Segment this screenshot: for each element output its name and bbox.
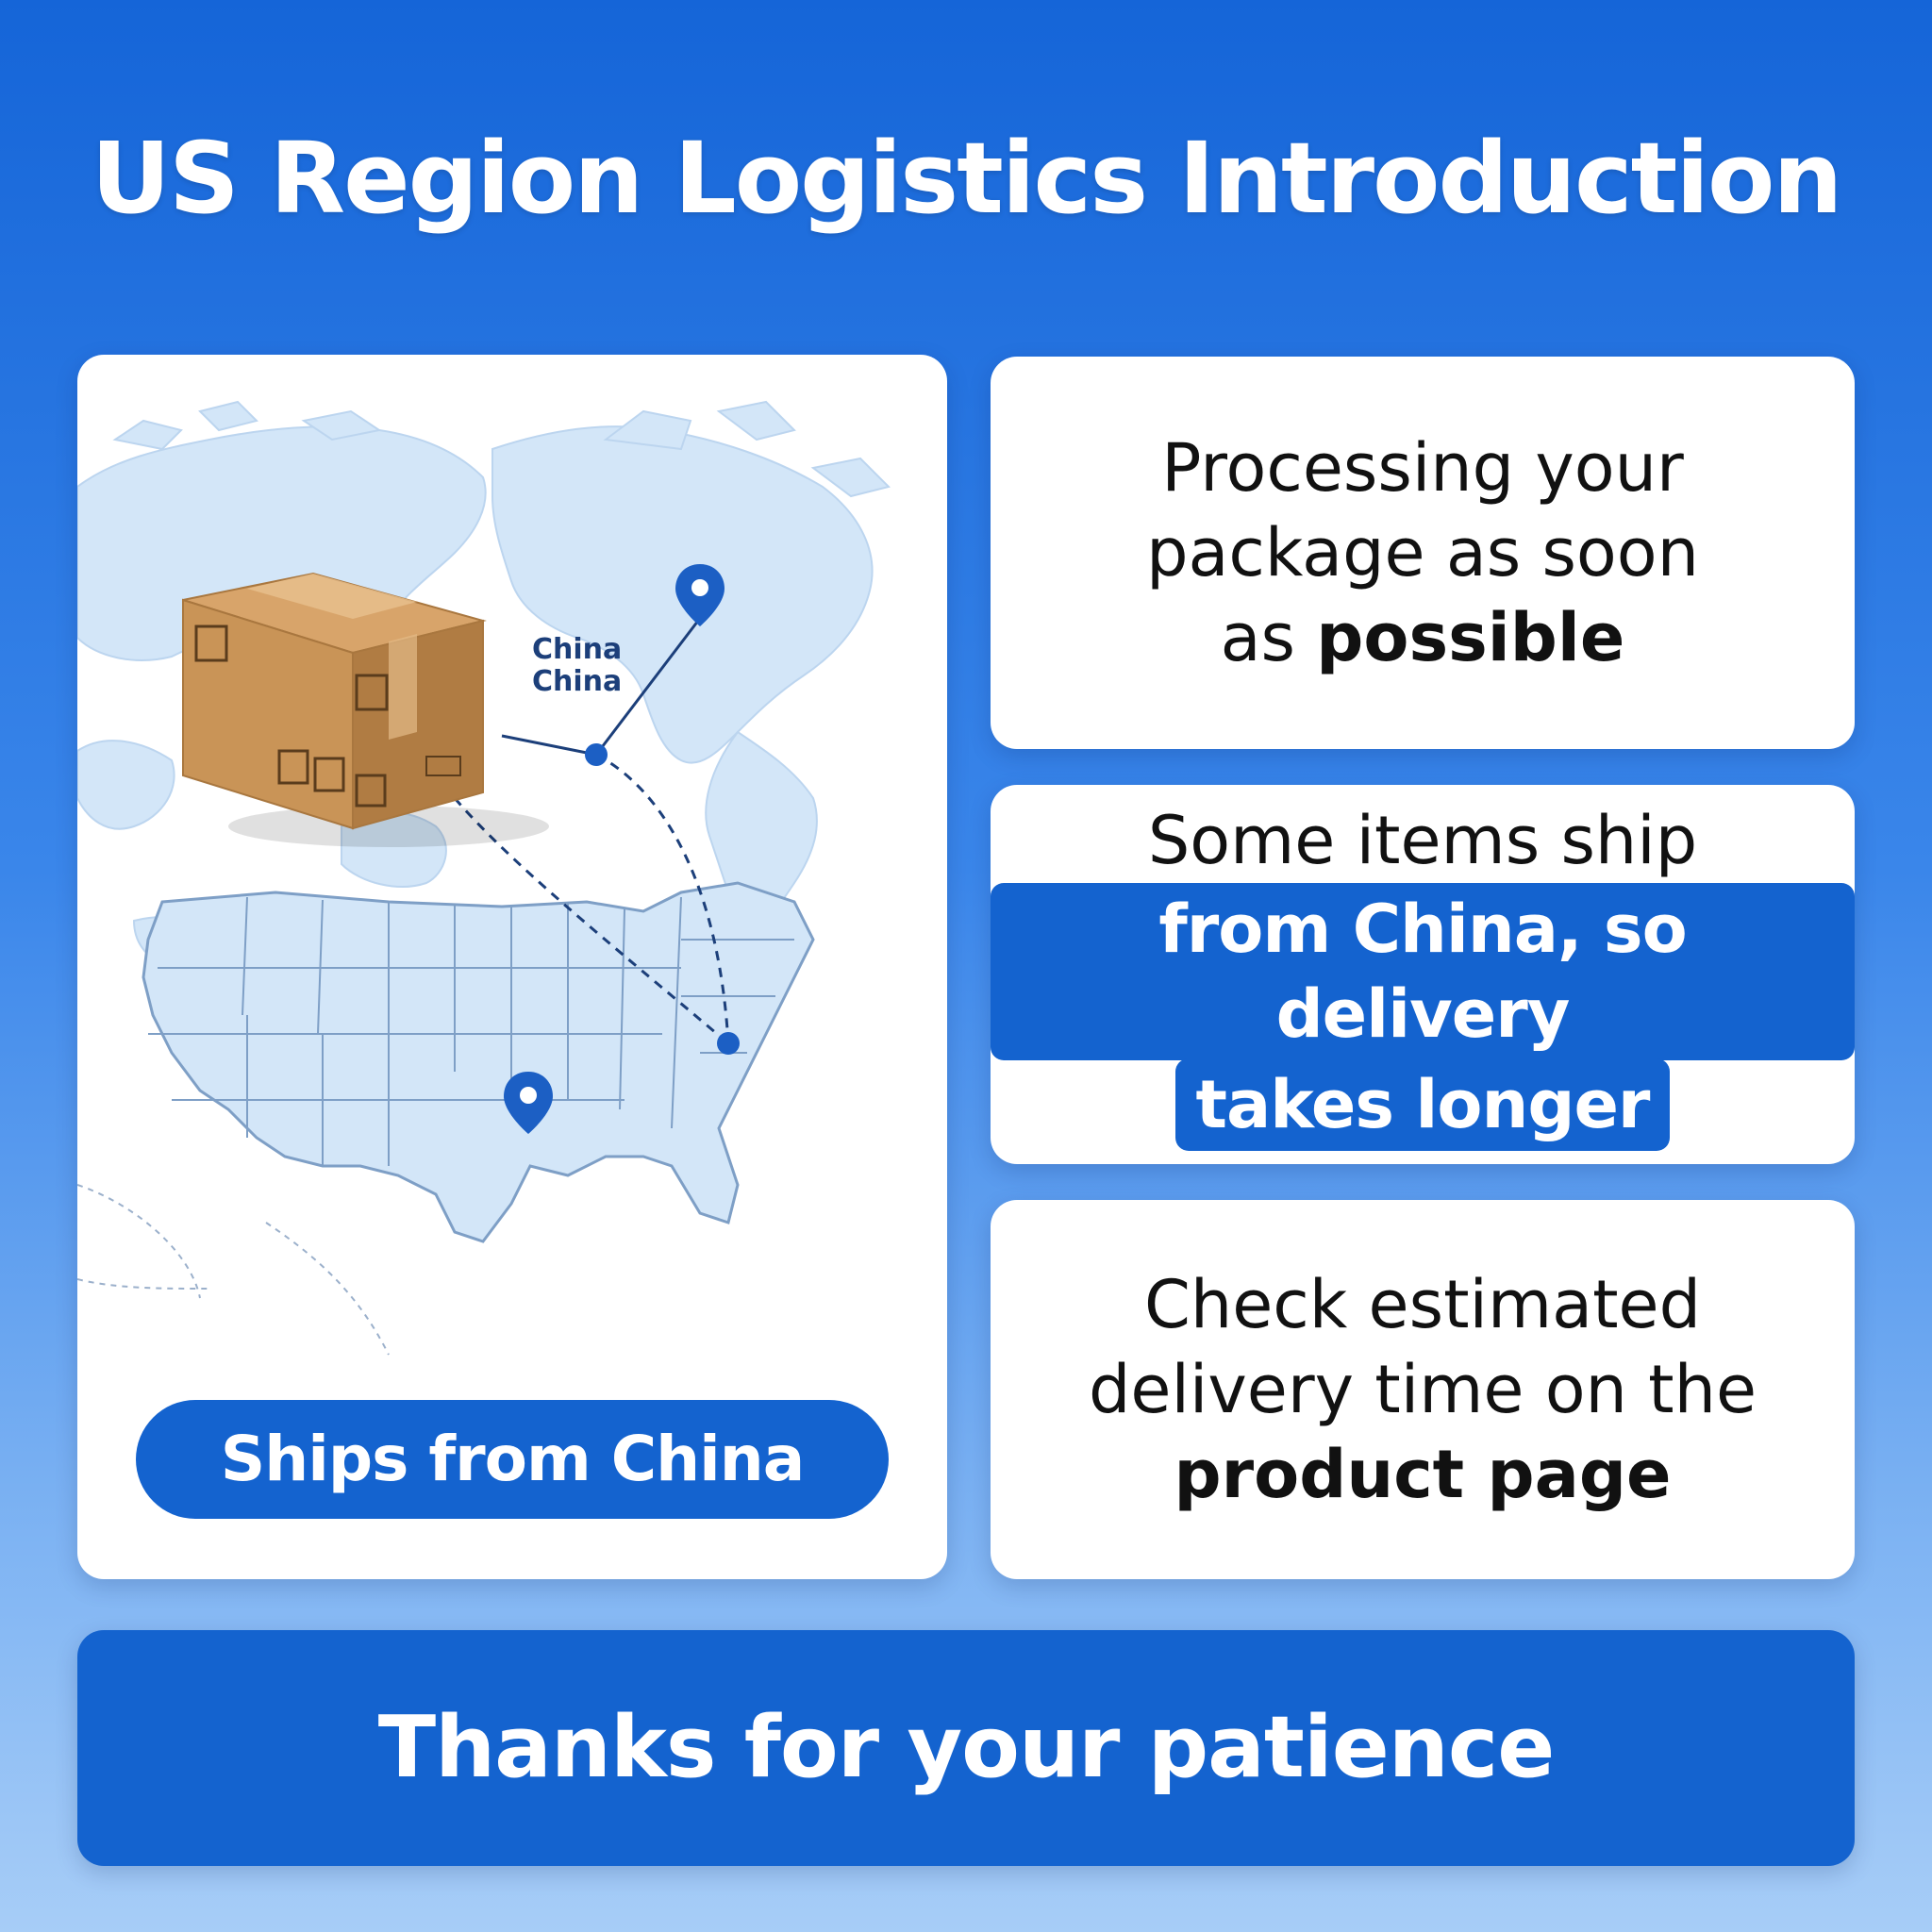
card-text-pre: as [1220, 599, 1317, 676]
card-highlight: takes longer [1174, 1058, 1671, 1151]
route-node [585, 743, 608, 766]
card-text-line: package as soon [1146, 514, 1699, 591]
location-pin-icon [675, 564, 724, 626]
route-node [717, 1032, 740, 1055]
card-text-line: delivery time on the [1088, 1351, 1757, 1428]
info-card-ships-from-china: Some items ship from China, so delivery … [991, 785, 1855, 1164]
info-card-processing: Processing your package as soon as possi… [991, 357, 1855, 749]
shipping-routes [453, 753, 730, 1045]
map-label-china: China [532, 633, 622, 666]
world-map-illustration: China China [77, 400, 891, 1356]
card-text-line: Check estimated [1143, 1266, 1702, 1343]
route-lines [501, 620, 700, 757]
info-card-estimated-delivery: Check estimated delivery time on the pro… [991, 1200, 1855, 1579]
card-text-bold: possible [1316, 599, 1625, 676]
card-text-line: as possible [1146, 595, 1699, 680]
card-highlight: from China, so delivery [991, 883, 1855, 1060]
card-text-line: Some items ship [1147, 802, 1698, 879]
page-title: US Region Logistics Introduction [91, 121, 1843, 236]
card-text-bold: product page [1174, 1436, 1672, 1513]
world-map [77, 400, 891, 973]
map-label-china: China [532, 665, 622, 698]
package-box-icon [182, 572, 549, 847]
footer-banner: Thanks for your patience [77, 1630, 1855, 1866]
ships-from-china-badge: Ships from China [136, 1400, 889, 1519]
map-card: China China Ships from China [77, 355, 947, 1579]
card-text-line: Processing your [1161, 429, 1684, 507]
location-pin-icon [504, 1072, 553, 1134]
card-text-line: product page [1089, 1432, 1757, 1517]
